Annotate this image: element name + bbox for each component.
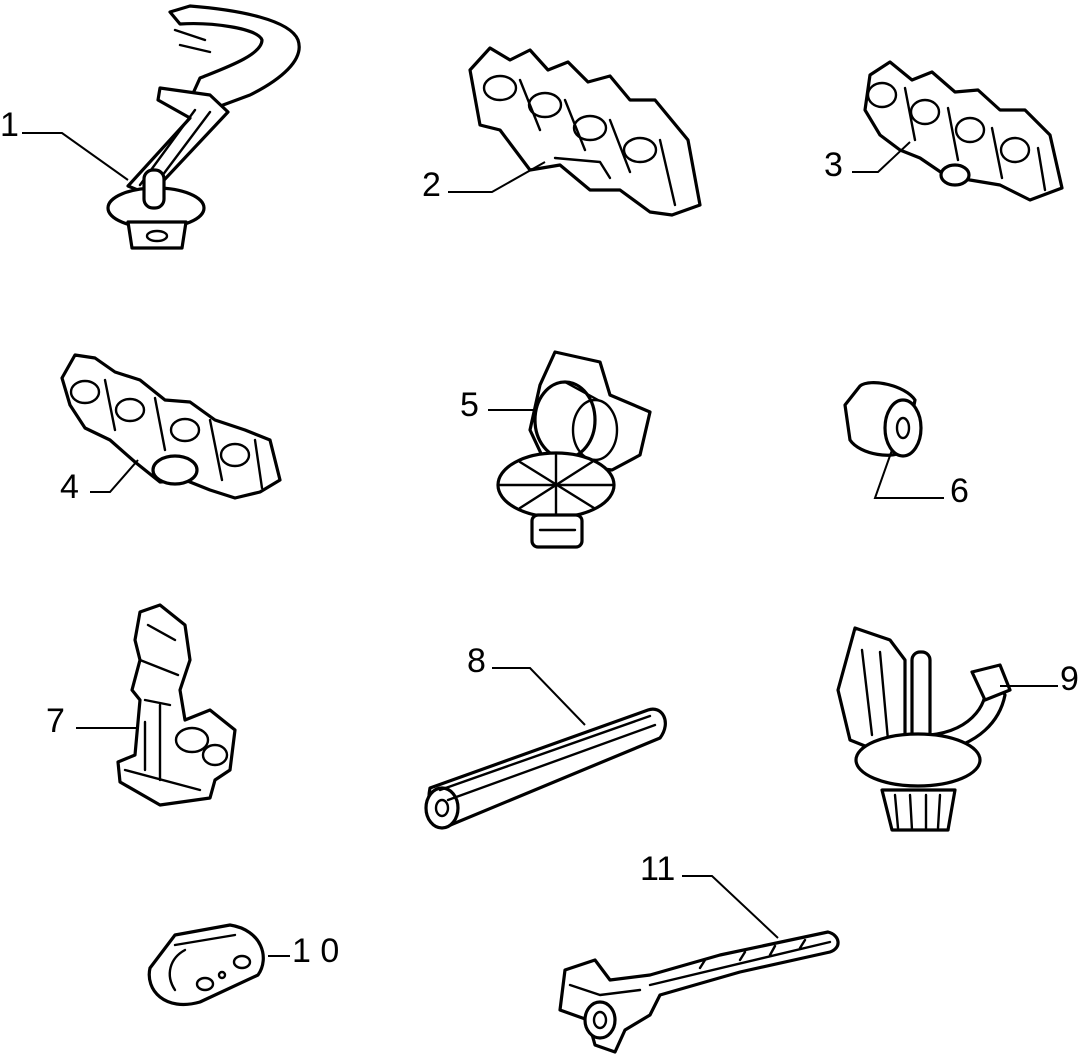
part-8-sleeve bbox=[424, 707, 667, 830]
part-10-grommet bbox=[147, 923, 265, 1007]
leader-4 bbox=[90, 459, 139, 493]
leader-11 bbox=[682, 875, 779, 939]
part-4-clip bbox=[60, 353, 282, 500]
part-2-clip bbox=[468, 46, 702, 217]
leader-6 bbox=[873, 449, 944, 499]
callout-3: 3 bbox=[824, 146, 843, 184]
callout-7: 7 bbox=[46, 702, 65, 740]
part-9-clip bbox=[836, 626, 1012, 832]
leader-1 bbox=[22, 132, 129, 181]
leader-lines bbox=[22, 132, 1058, 957]
part-7-clip bbox=[116, 603, 237, 807]
callout-2: 2 bbox=[422, 166, 441, 204]
callout-5: 5 bbox=[460, 386, 479, 424]
callout-8: 8 bbox=[467, 642, 486, 680]
leader-8 bbox=[492, 667, 586, 726]
leader-2 bbox=[448, 161, 546, 193]
callout-10: 1 0 bbox=[292, 932, 339, 970]
part-11-tie bbox=[558, 930, 840, 1054]
leader-3 bbox=[852, 141, 911, 173]
part-6-spacer bbox=[843, 381, 923, 458]
callout-4: 4 bbox=[60, 468, 79, 506]
callouts: 1 2 3 4 5 6 7 8 9 1 0 11 bbox=[0, 106, 1079, 970]
callout-6: 6 bbox=[950, 472, 969, 510]
part-3-clip bbox=[863, 60, 1064, 202]
callout-9: 9 bbox=[1060, 660, 1079, 698]
callout-11: 11 bbox=[640, 850, 675, 888]
callout-1: 1 bbox=[0, 106, 19, 144]
part-1-clip bbox=[106, 4, 301, 250]
part-5-clip bbox=[496, 350, 652, 549]
